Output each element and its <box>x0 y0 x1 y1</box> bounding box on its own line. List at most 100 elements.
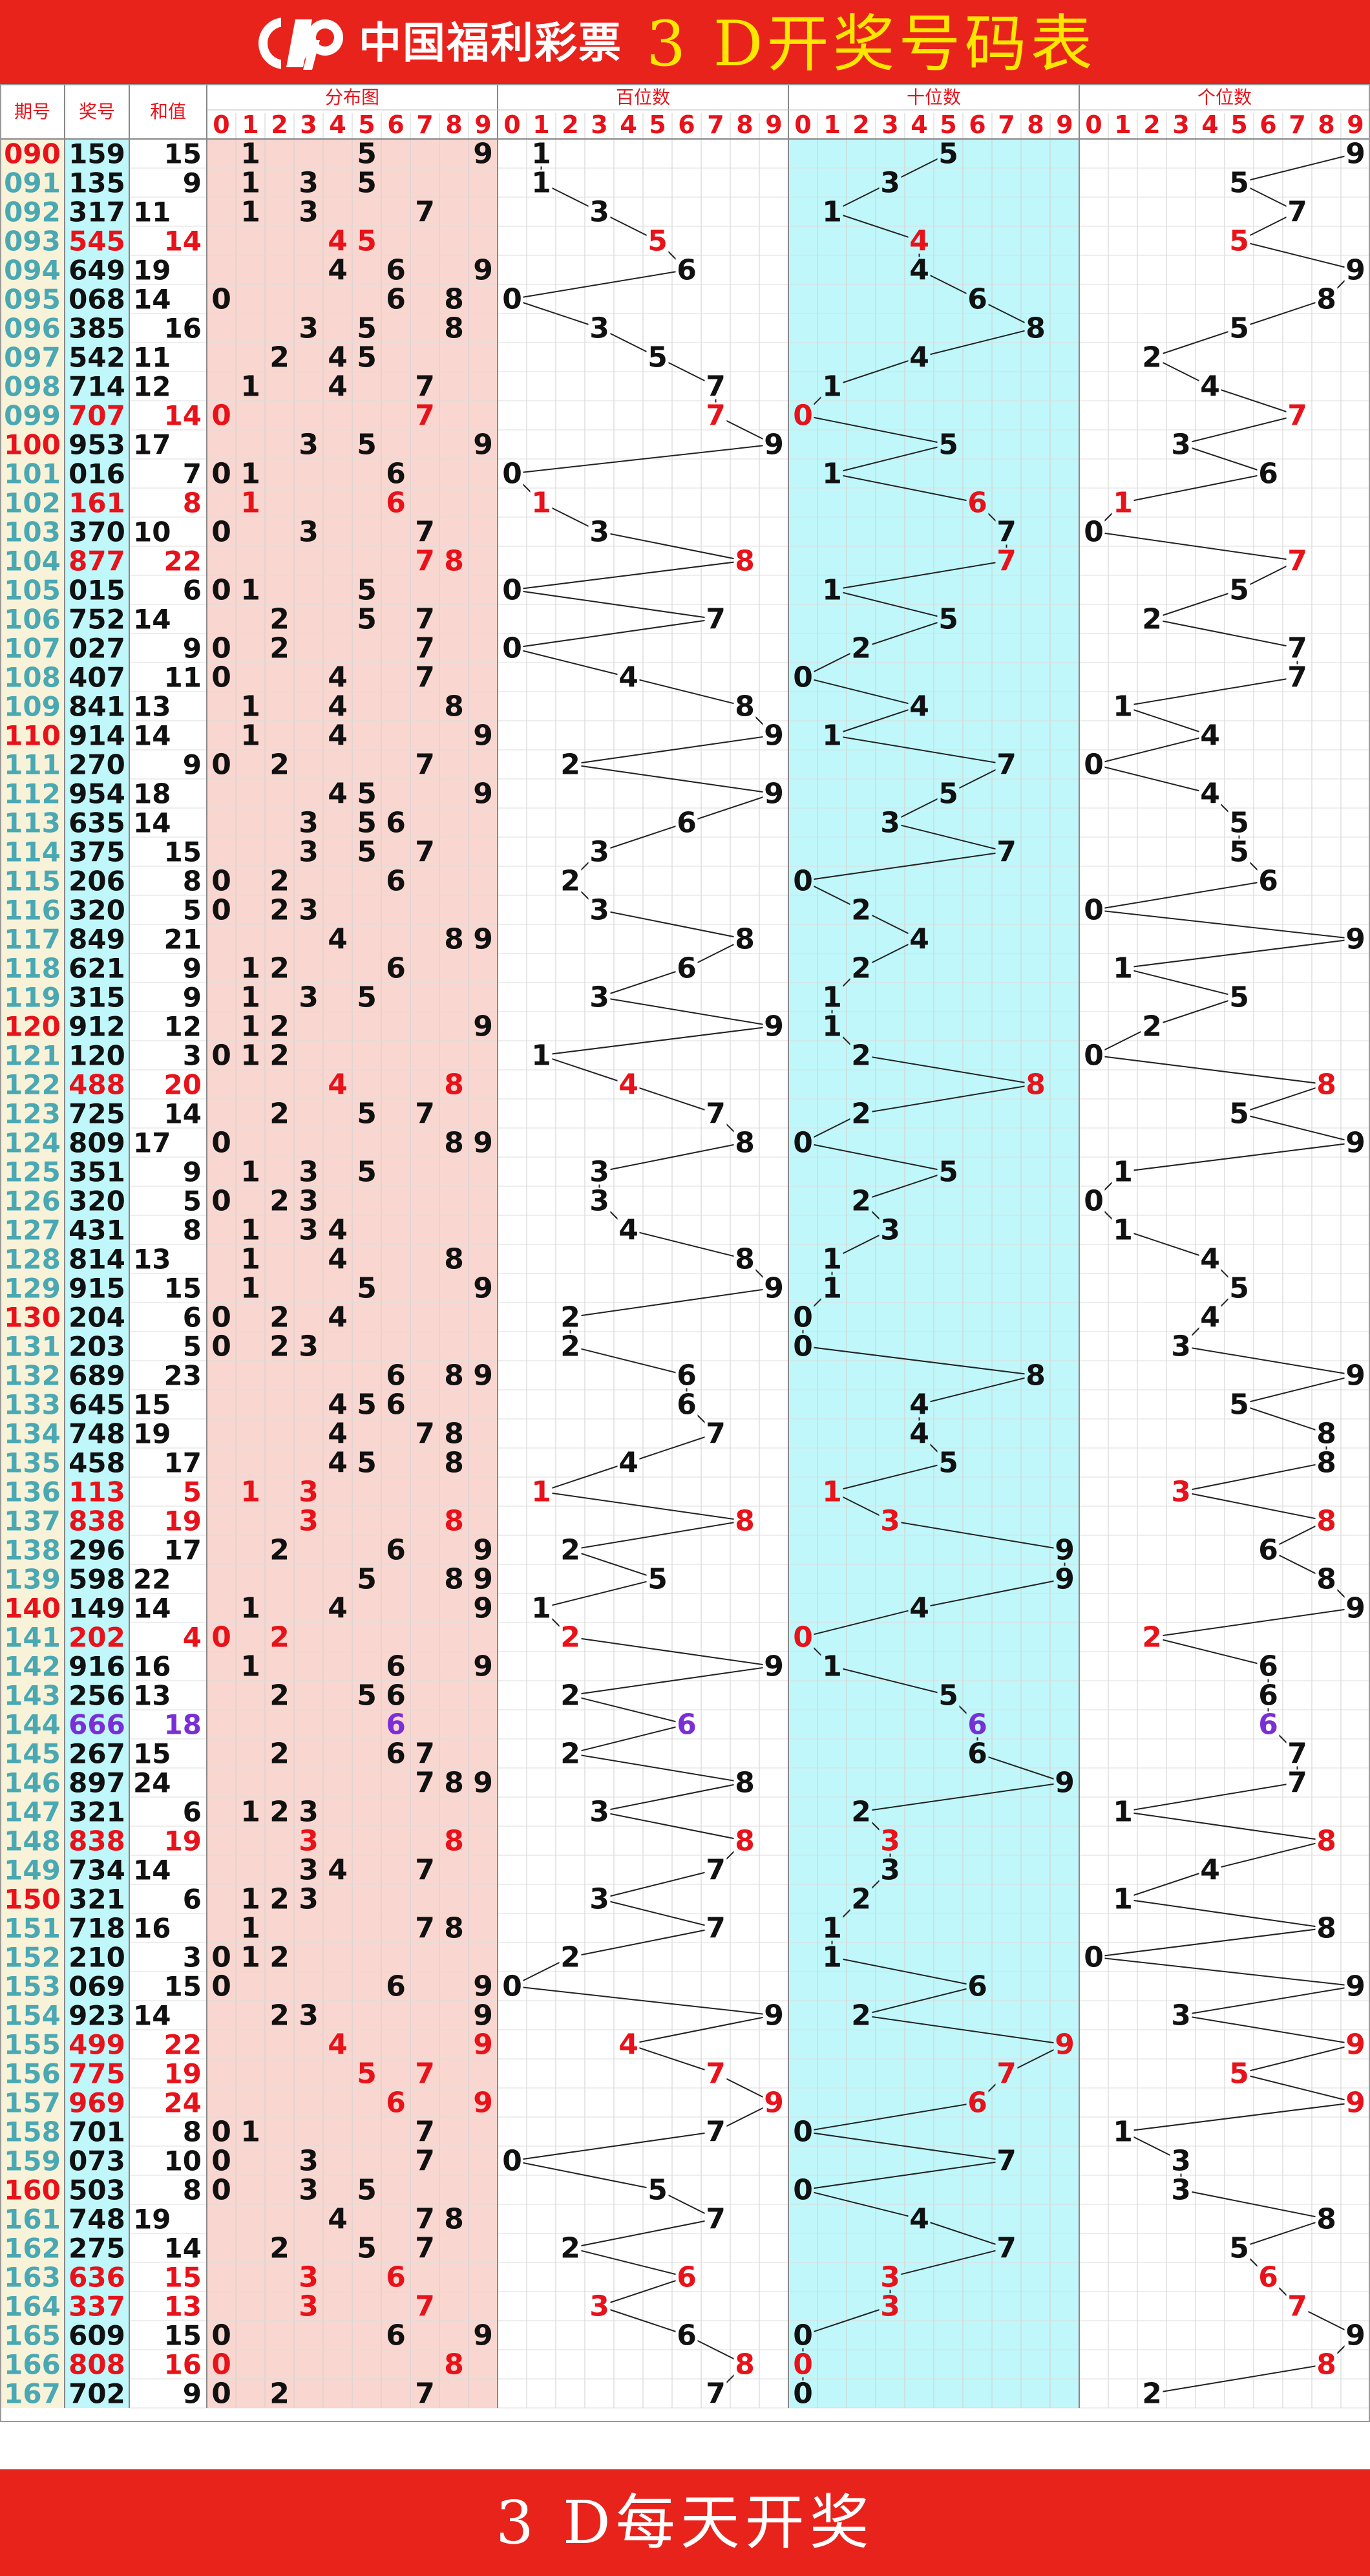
units-digit: 5 <box>1229 225 1249 258</box>
units-digit-bg <box>1170 431 1192 458</box>
tens-digit-bg <box>1024 315 1047 341</box>
units-digit: 8 <box>1316 283 1336 316</box>
tens-digit: 0 <box>793 2174 813 2207</box>
hundreds-trend-line <box>628 2014 774 2045</box>
distribution-digit: 1 <box>240 981 260 1014</box>
distribution-digit: 1 <box>240 574 260 607</box>
hundreds-digit-bg <box>501 577 523 603</box>
hundreds-digit: 3 <box>589 981 609 1014</box>
hundreds-digit-bg <box>763 780 785 807</box>
tens-digit: 2 <box>851 894 871 927</box>
hundreds-trend-line <box>628 1229 745 1260</box>
hundreds-trend-line <box>541 1025 774 1056</box>
units-trend-line <box>1239 2218 1327 2249</box>
units-digit-bg <box>1112 489 1134 516</box>
sum-value: 7 <box>183 458 202 490</box>
number-header: 奖号 <box>79 101 115 122</box>
units-trend-line <box>1152 1636 1269 1667</box>
distribution-digit: 0 <box>211 894 231 927</box>
tens-trend-line <box>803 2160 1007 2191</box>
distribution-digit: 3 <box>299 1156 319 1189</box>
units-digit-bg <box>1315 286 1338 312</box>
units-digit-bg <box>1228 984 1250 1010</box>
distribution-scale-label: 9 <box>474 111 491 139</box>
hundreds-digit-bg <box>704 373 727 399</box>
distribution-digit: 9 <box>473 1272 493 1305</box>
hundreds-digit-bg <box>588 1886 611 1912</box>
hundreds-digit-bg <box>704 2060 727 2087</box>
hundreds-digit: 1 <box>531 167 551 200</box>
hundreds-digit-bg <box>704 2206 727 2232</box>
units-trend-line <box>1093 1927 1327 1958</box>
tens-digit-bg <box>850 635 872 661</box>
tens-digit-bg <box>850 1798 872 1825</box>
draw-number: 814 <box>68 1244 125 1275</box>
units-digit-bg <box>1112 1217 1134 1243</box>
distribution-digit: 4 <box>328 1418 348 1451</box>
sum-value: 16 <box>164 313 202 345</box>
units-trend-line <box>1152 2363 1327 2394</box>
units-trend-line <box>1122 2102 1356 2133</box>
tens-digit-bg <box>850 1100 872 1127</box>
units-digit-bg <box>1112 955 1134 981</box>
hundreds-digit: 0 <box>502 458 522 491</box>
hundreds-digit: 9 <box>764 1272 784 1305</box>
sum-value: 16 <box>133 1651 171 1683</box>
hundreds-digit-bg <box>588 198 611 225</box>
units-digit-bg <box>1228 577 1250 603</box>
draw-number: 370 <box>68 516 125 548</box>
tens-digit: 1 <box>822 1243 842 1276</box>
tens-digit-bg <box>792 1333 814 1359</box>
distribution-digit: 2 <box>269 1039 290 1072</box>
distribution-digit: 3 <box>299 836 319 869</box>
distribution-digit: 6 <box>386 952 406 985</box>
sum-value: 5 <box>183 895 202 926</box>
hundreds-digit-bg <box>763 1653 785 1679</box>
hundreds-header: 百位数 <box>616 87 670 108</box>
hundreds-digit: 9 <box>764 1999 784 2032</box>
draw-number: 113 <box>68 1476 125 1508</box>
units-digit-bg <box>1344 1973 1367 1999</box>
distribution-digit: 1 <box>240 1214 260 1247</box>
period-label: 092 <box>4 197 61 228</box>
units-digit-bg <box>1344 1362 1367 1389</box>
hundreds-digit-bg <box>675 1711 698 1738</box>
hundreds-trend-line <box>570 1520 745 1551</box>
sum-value: 14 <box>133 720 171 752</box>
distribution-digit: 8 <box>444 1825 464 1858</box>
units-digit: 7 <box>1287 399 1307 432</box>
period-label: 155 <box>4 2029 61 2061</box>
period-column-bg <box>0 139 65 2408</box>
units-digit: 7 <box>1287 1767 1307 1800</box>
sum-value: 13 <box>133 1680 171 1712</box>
tens-digit: 7 <box>996 2058 1017 2091</box>
tens-trend-line <box>890 2247 1007 2278</box>
units-digit: 9 <box>1345 254 1365 287</box>
tens-digit: 0 <box>793 1127 813 1160</box>
tens-digit: 5 <box>938 138 958 171</box>
period-label: 144 <box>4 1709 61 1741</box>
distribution-digit: 5 <box>357 1679 377 1712</box>
hundreds-digit-bg <box>530 169 553 196</box>
units-digit-bg <box>1228 2060 1250 2087</box>
tens-digit: 4 <box>909 225 929 258</box>
units-digit-bg <box>1315 1449 1338 1476</box>
tens-digit: 4 <box>909 341 929 374</box>
units-digit: 0 <box>1084 516 1104 549</box>
hundreds-digit-bg <box>646 228 669 254</box>
tens-digit: 8 <box>1026 1359 1046 1392</box>
tens-digit: 9 <box>1055 1563 1075 1596</box>
tens-digit: 0 <box>793 661 813 694</box>
distribution-digit: 1 <box>240 167 260 200</box>
hundreds-trend-line <box>599 967 687 998</box>
tens-trend-line <box>832 1956 978 1987</box>
distribution-digit: 7 <box>415 545 435 578</box>
distribution-digit: 0 <box>211 1185 231 1218</box>
tens-trend-line <box>890 822 1007 853</box>
distribution-digit: 5 <box>357 1098 377 1131</box>
sum-value: 9 <box>183 982 202 1014</box>
tens-digit-bg <box>792 1624 814 1650</box>
tens-trend-line <box>861 1171 949 1202</box>
hundreds-digit: 0 <box>502 632 522 665</box>
draw-number: 068 <box>68 284 125 315</box>
